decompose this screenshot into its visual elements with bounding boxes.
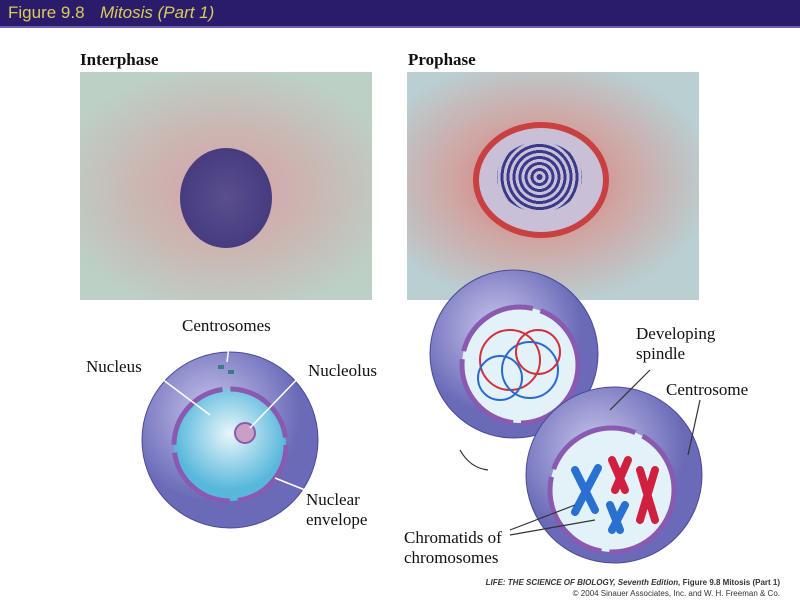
prophase-heading: Prophase — [408, 50, 476, 69]
interphase-cell-diagram — [141, 337, 319, 529]
interphase-heading: Interphase — [80, 50, 159, 69]
label-line: Nuclear — [306, 490, 360, 509]
prophase-micrograph — [407, 72, 699, 300]
interphase-micrograph — [80, 72, 372, 300]
label-nucleus: Nucleus — [86, 357, 142, 376]
title-bar: Figure 9.8 Mitosis (Part 1) — [0, 0, 800, 28]
label-centrosome: Centrosome — [666, 380, 749, 399]
footer-copyright: © 2004 Sinauer Associates, Inc. and W. H… — [572, 589, 780, 598]
label-line: envelope — [306, 510, 368, 529]
prophase-cell-diagrams — [429, 269, 703, 564]
label-line: Chromatids of — [404, 528, 502, 547]
label-line: chromosomes — [404, 548, 499, 567]
label-centrosomes: Centrosomes — [182, 316, 271, 335]
footer-citation: LIFE: THE SCIENCE OF BIOLOGY, Seventh Ed… — [486, 578, 780, 587]
footer-figure: Figure 9.8 Mitosis (Part 1) — [680, 578, 780, 587]
footer-book: LIFE: THE SCIENCE OF BIOLOGY, Seventh Ed… — [485, 578, 681, 587]
label-line: Developing — [636, 324, 716, 343]
label-nucleolus: Nucleolus — [308, 361, 377, 380]
label-line: spindle — [636, 344, 686, 363]
figure-title: Mitosis (Part 1) — [100, 3, 215, 22]
figure-number: Figure 9.8 — [8, 3, 85, 22]
